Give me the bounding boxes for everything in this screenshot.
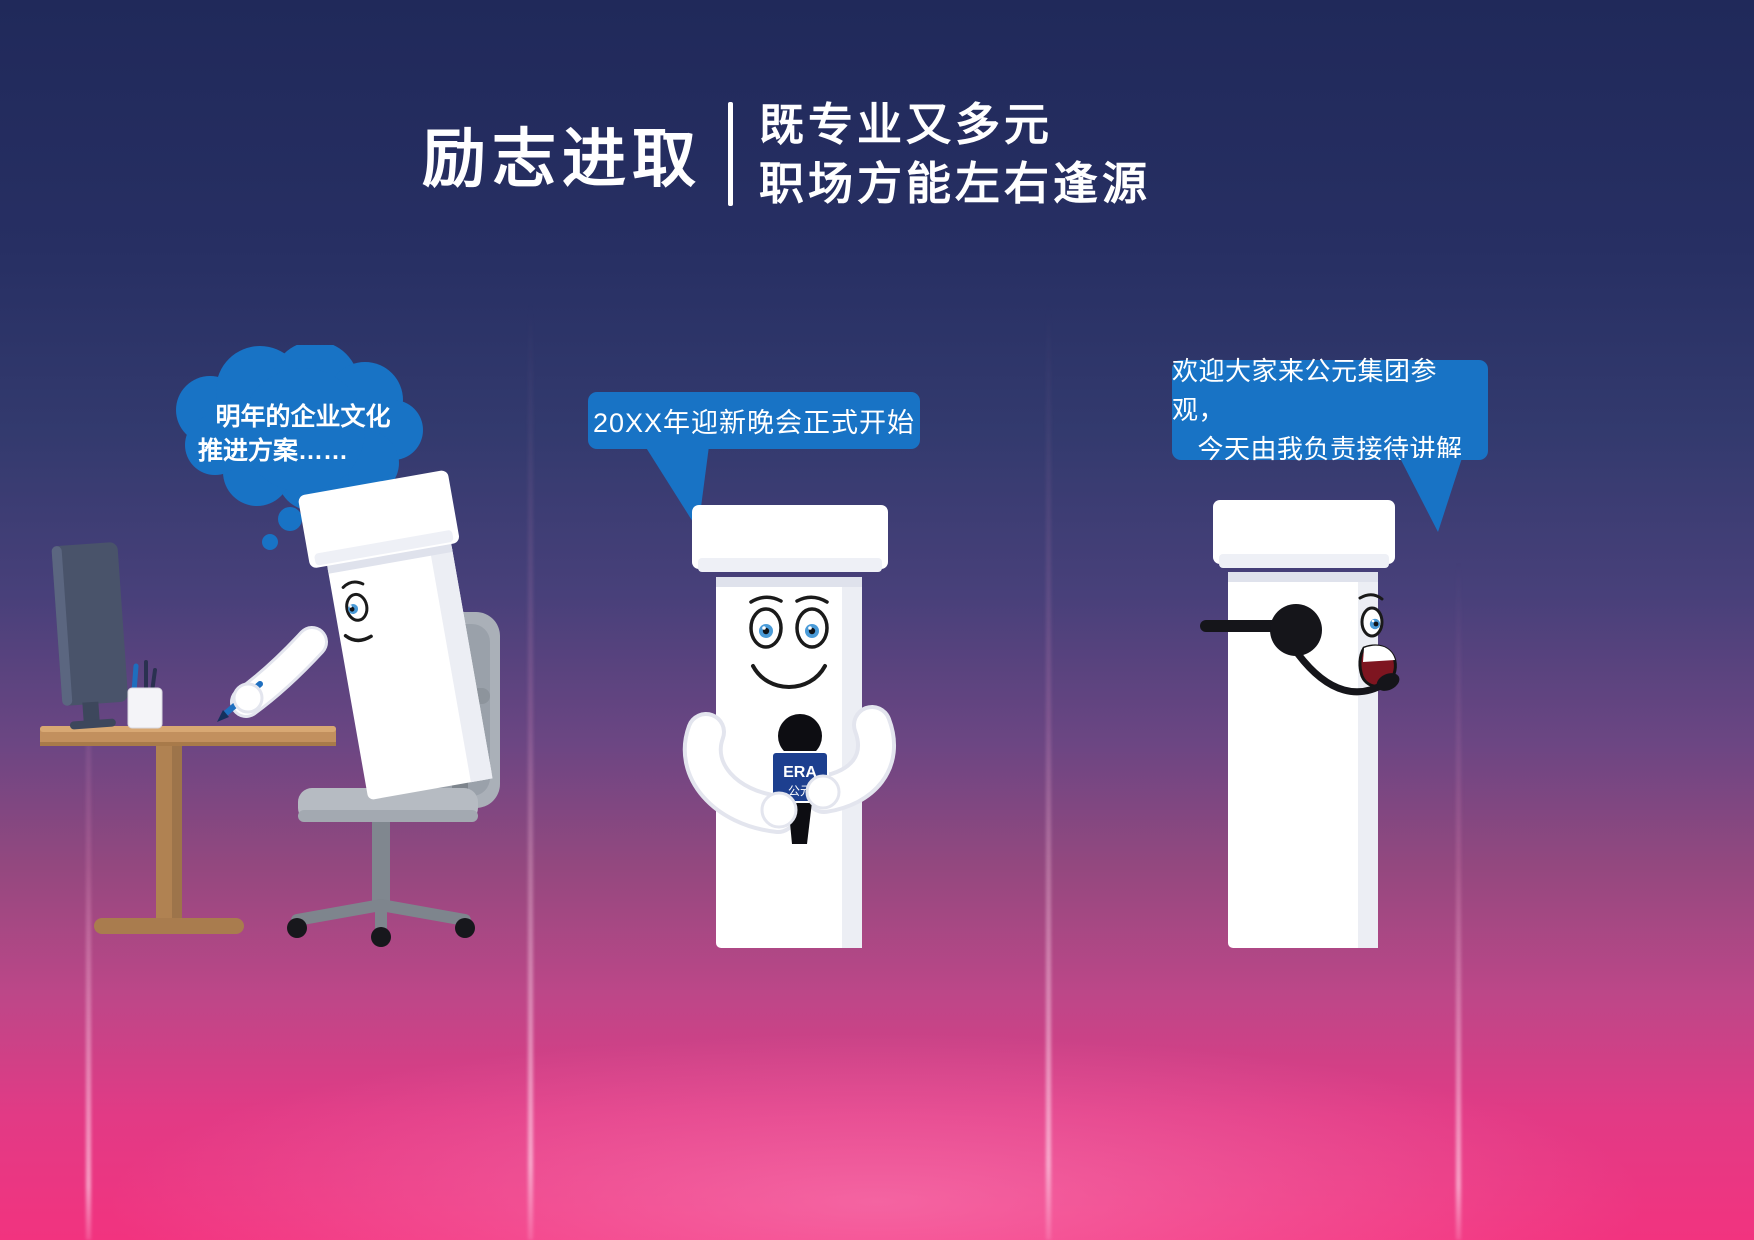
title-divider — [728, 102, 733, 206]
pipe-cap — [692, 505, 888, 569]
page-title: 励志进取 — [422, 123, 702, 195]
title-block: 励志进取 既专业又多元 职场方能左右逢源 — [422, 94, 1151, 214]
writer-arm — [217, 626, 328, 722]
chair-post — [372, 822, 390, 904]
writing-scene — [40, 470, 500, 947]
speech-text-right-line-2: 今天由我负责接待讲解 — [1197, 433, 1463, 464]
hand — [232, 682, 264, 714]
hand — [760, 791, 798, 829]
eyebrow — [341, 580, 365, 589]
light-streak — [1456, 560, 1461, 1240]
eyebrow — [795, 595, 829, 604]
bottom-glow — [0, 1010, 1754, 1240]
chair-base — [291, 899, 471, 934]
speech-bubble-right: 欢迎大家来公元集团参观， 今天由我负责接待讲解 — [1172, 356, 1488, 464]
subtitle-line-2: 职场方能左右逢源 — [759, 158, 1152, 209]
character-reporter: ERA 公元 — [682, 505, 896, 948]
eyebrow — [749, 595, 783, 604]
writer-face — [341, 580, 373, 643]
pen-cup — [127, 660, 163, 729]
monitor-panel — [51, 542, 128, 706]
subtitle-line-1: 既专业又多元 — [759, 98, 1054, 150]
headset-mic — [1376, 673, 1400, 691]
desk-foot — [94, 918, 244, 934]
speech-text-right-line-1: 欢迎大家来公元集团参观， — [1172, 355, 1438, 425]
monitor — [51, 542, 128, 730]
smile-mouth — [343, 633, 373, 643]
light-streak — [528, 300, 533, 1240]
subtitle-block: 既专业又多元 职场方能左右逢源 — [759, 95, 1151, 214]
mic-head — [778, 714, 822, 758]
monitor-stand — [82, 701, 100, 723]
cup — [127, 687, 163, 729]
headset-boom — [1294, 650, 1388, 696]
character-writer — [298, 470, 493, 800]
hand — [805, 774, 841, 810]
chair-casters — [287, 918, 475, 947]
thought-text-line-1: 明年的企业文化 — [215, 402, 390, 431]
thought-trail-dot — [262, 534, 278, 550]
light-streak — [86, 560, 91, 1240]
pen-tip — [217, 710, 229, 722]
mic-brand-text: ERA — [783, 764, 817, 781]
thought-trail-dot — [278, 507, 302, 531]
pipe-body — [1228, 572, 1378, 948]
teeth — [1363, 645, 1395, 662]
light-streak — [1046, 300, 1051, 1240]
character-guide — [1200, 500, 1400, 948]
headset-earcup — [1270, 604, 1322, 656]
thought-text-line-2: 推进方案…… — [198, 436, 348, 465]
desk — [40, 726, 336, 934]
eyebrow — [1358, 593, 1384, 601]
speech-bubble-middle: 20XX年迎新晚会正式开始 — [588, 392, 920, 449]
reporter-face — [749, 595, 829, 689]
headset — [1200, 604, 1400, 696]
pipe-cap — [1213, 500, 1395, 564]
smile-mouth — [751, 664, 827, 689]
speech-text-middle: 20XX年迎新晚会正式开始 — [592, 408, 916, 438]
